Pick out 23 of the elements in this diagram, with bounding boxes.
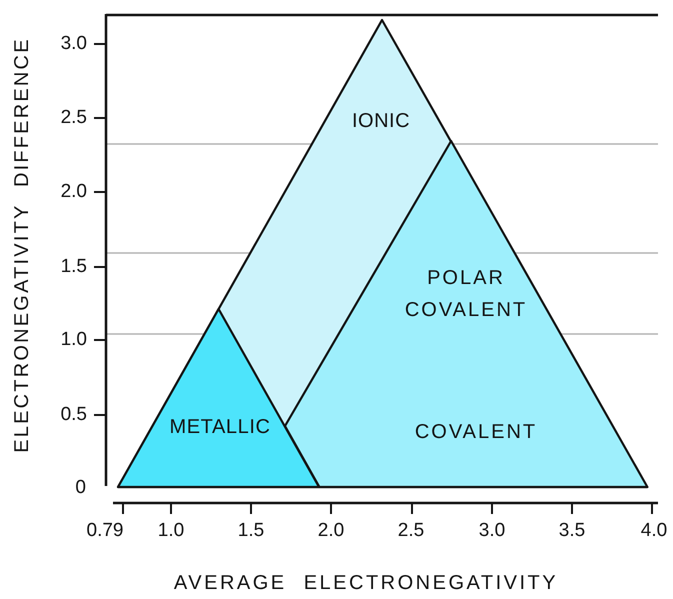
axis-tick-label: 1.0 — [60, 329, 87, 351]
axis-tick-label: 2.0 — [60, 181, 87, 203]
region-label: COVALENT — [414, 420, 538, 445]
axis-tick-label: 2.5 — [60, 107, 87, 129]
axis-tick-label: 0.5 — [60, 404, 87, 426]
axis-tick-label: 3.0 — [60, 33, 87, 55]
ionic-region — [115, 17, 650, 490]
region-label: IONIC — [352, 109, 410, 134]
axis-title: AVERAGE ELECTRONEGATIVITY — [174, 572, 558, 594]
metallic-region — [115, 306, 322, 490]
axis-tick-label: 3.5 — [558, 520, 586, 542]
region-label: METALLIC — [169, 415, 271, 440]
axis-tick-label: 0 — [75, 477, 86, 499]
axis-tick-label: 4.0 — [640, 520, 668, 542]
axis-title: ELECTRONEGATIVITY DIFFERENCE — [11, 37, 33, 453]
axis-tick-label: 3.0 — [478, 520, 506, 542]
region-label: POLAR COVALENT — [404, 266, 528, 323]
axis-tick-label: 1.0 — [158, 520, 184, 542]
axis-tick-label: 2.0 — [318, 520, 344, 542]
axis-tick-label: 1.5 — [238, 520, 264, 542]
axis-tick-label: 1.5 — [60, 256, 87, 278]
axis-tick-label: 2.5 — [398, 520, 424, 542]
axis-tick-label: 0.79 — [86, 520, 124, 542]
